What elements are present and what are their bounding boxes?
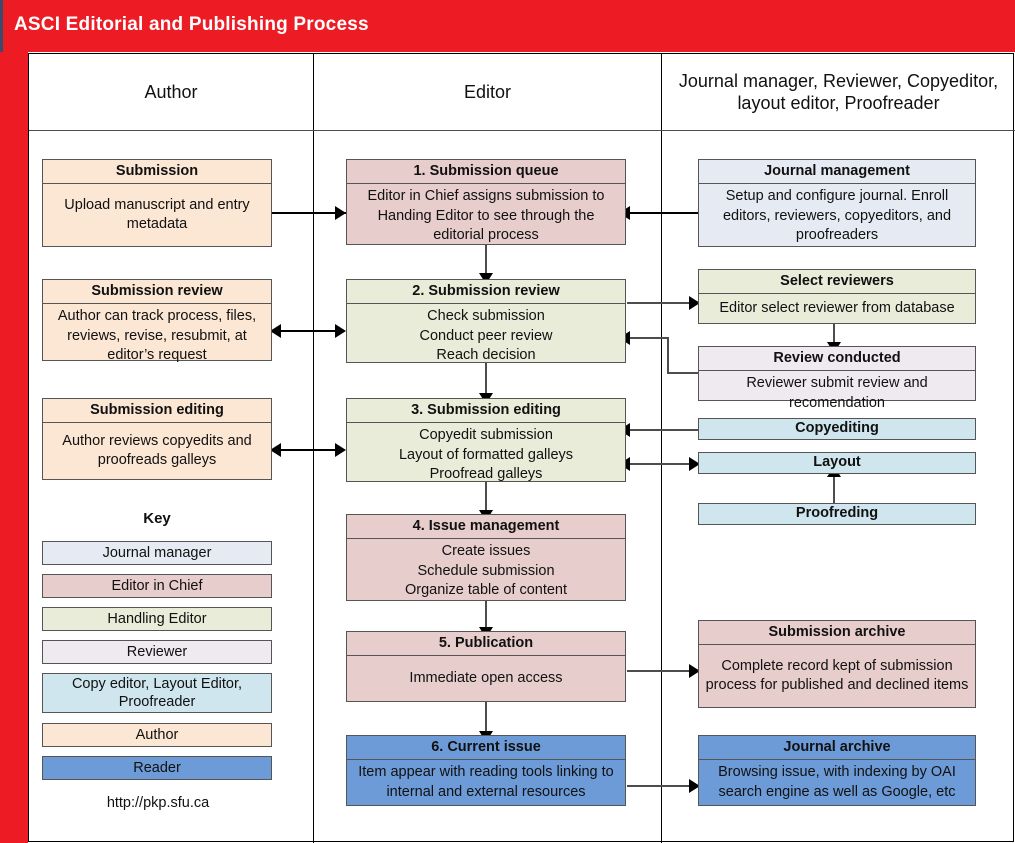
node-author-submission-review[interactable]: Submission review Author can track proce… [42, 279, 272, 363]
arrowhead-journal-archive-in [689, 779, 700, 793]
node-title: 6. Current issue [347, 736, 625, 761]
node-title: Submission review [43, 280, 271, 305]
lane-divider-1 [313, 54, 314, 843]
connector-review-conducted-h2 [627, 337, 668, 339]
node-title: Proofreding [795, 505, 879, 522]
connector-proofreding-to-layout [833, 474, 835, 515]
key-item-copy-layout-proof: Copy editor, Layout Editor, Proofreader [42, 673, 272, 713]
arrowhead-queue-in [335, 206, 346, 220]
key-item-editor-in-chief: Editor in Chief [42, 574, 272, 598]
arrowhead-author-editing-left [270, 443, 281, 457]
node-editor-publication[interactable]: 5. Publication Immediate open access [346, 631, 626, 702]
node-review-conducted[interactable]: Review conducted Reviewer submit review … [698, 346, 976, 411]
node-title: Layout [813, 454, 861, 471]
title-left-accent [0, 0, 3, 52]
lane-header-editor: Editor [463, 81, 512, 102]
arrowhead-2-in [479, 273, 493, 284]
node-title: 1. Submission queue [347, 160, 625, 185]
node-title: Submission [43, 160, 271, 185]
connector-review-conducted-v [667, 337, 669, 373]
connector-2-to-select-reviewers [627, 302, 700, 304]
arrowhead-submission-archive-in [689, 664, 700, 678]
node-title: Submission archive [699, 621, 975, 646]
node-editor-issue-management[interactable]: 4. Issue management Create issues Schedu… [346, 514, 626, 601]
connector-review-conducted-h1 [667, 372, 700, 374]
lane-divider-2 [661, 54, 662, 843]
node-body: Immediate open access [409, 670, 563, 687]
node-editor-submission-editing[interactable]: 3. Submission editing Copyedit submissio… [346, 398, 626, 482]
node-body: Upload manuscript and entry metadata [64, 196, 250, 233]
node-editor-submission-review[interactable]: 2. Submission review Check submission Co… [346, 279, 626, 363]
node-body: Author can track process, files, reviews… [57, 308, 257, 363]
node-title: Copyediting [795, 420, 879, 437]
node-title: Journal management [699, 160, 975, 185]
connector-submission-to-queue [271, 212, 347, 214]
node-body: Copyedit submission Layout of formatted … [398, 427, 574, 482]
node-body: Browsing issue, with indexing by OAI sea… [718, 764, 956, 800]
node-select-reviewers[interactable]: Select reviewers Editor select reviewer … [698, 269, 976, 324]
arrowhead-author-review-left [270, 324, 281, 338]
node-title: Submission editing [43, 399, 271, 424]
connector-3-to-4 [485, 482, 487, 514]
node-body: Setup and configure journal. Enroll edit… [722, 188, 952, 243]
node-title: 5. Publication [347, 632, 625, 657]
lane-header-author: Author [144, 81, 198, 102]
arrowhead-author-editing-right [335, 443, 346, 457]
connector-1-to-2 [485, 245, 487, 278]
node-journal-archive[interactable]: Journal archive Browsing issue, with ind… [698, 735, 976, 806]
connector-5-to-6 [485, 702, 487, 735]
node-body: Author reviews copyedits and proofreads … [62, 432, 252, 469]
pkp-url[interactable]: http://pkp.sfu.ca [106, 795, 210, 811]
connector-copyediting-to-3 [627, 429, 700, 431]
left-red-band [0, 52, 28, 843]
page-title: ASCI Editorial and Publishing Process [14, 14, 369, 35]
connector-select-to-review-conducted [833, 324, 835, 346]
node-title: Select reviewers [699, 270, 975, 295]
node-body: Editor in Chief assigns submission to Ha… [367, 188, 605, 243]
node-body: Reviewer submit review and recomendation [746, 375, 928, 411]
connector-5-to-submission-archive [627, 670, 700, 672]
connector-6-to-journal-archive [627, 785, 700, 787]
key-item-handling-editor: Handling Editor [42, 607, 272, 631]
node-journal-management[interactable]: Journal management Setup and configure j… [698, 159, 976, 247]
lane-header-divider [29, 130, 1015, 131]
node-editor-current-issue[interactable]: 6. Current issue Item appear with readin… [346, 735, 626, 806]
node-proofreding[interactable]: Proofreding [698, 503, 976, 525]
connector-4-to-5 [485, 601, 487, 631]
key-item-reviewer: Reviewer [42, 640, 272, 664]
connector-author-review-bidir [279, 330, 339, 332]
connector-author-editing-bidir [279, 449, 339, 451]
swimlane-frame: Author Editor Journal manager, Reviewer,… [28, 53, 1015, 843]
arrowhead-author-review-right [335, 324, 346, 338]
node-body: Complete record kept of submission proce… [705, 657, 969, 694]
node-body: Create issues Schedule submission Organi… [404, 543, 568, 598]
node-submission-archive[interactable]: Submission archive Complete record kept … [698, 620, 976, 708]
node-title: 4. Issue management [347, 515, 625, 540]
connector-journalmgmt-to-queue [627, 212, 700, 214]
node-author-submission[interactable]: Submission Upload manuscript and entry m… [42, 159, 272, 247]
node-title: 3. Submission editing [347, 399, 625, 424]
key-item-reader: Reader [42, 756, 272, 780]
node-body: Check submission Conduct peer review Rea… [419, 308, 553, 363]
node-title: Review conducted [699, 347, 975, 372]
node-title: 2. Submission review [347, 280, 625, 305]
node-body: Item appear with reading tools linking t… [358, 764, 614, 800]
node-author-submission-editing[interactable]: Submission editing Author reviews copyed… [42, 398, 272, 480]
arrowhead-layout-in [689, 457, 700, 471]
node-copyediting[interactable]: Copyediting [698, 418, 976, 440]
key-item-journal-manager: Journal manager [42, 541, 272, 565]
node-editor-submission-queue[interactable]: 1. Submission queue Editor in Chief assi… [346, 159, 626, 245]
connector-3-layout-bidir [627, 463, 700, 465]
arrowhead-select-reviewers-in [689, 296, 700, 310]
lane-header-others: Journal manager, Reviewer, Copyeditor, l… [678, 70, 999, 114]
node-layout[interactable]: Layout [698, 452, 976, 474]
node-body: Editor select reviewer from database [719, 300, 955, 317]
key-title: Key [143, 510, 171, 527]
key-item-author: Author [42, 723, 272, 747]
node-title: Journal archive [699, 736, 975, 761]
connector-2-to-3 [485, 363, 487, 397]
title-bar: ASCI Editorial and Publishing Process [0, 0, 1015, 52]
